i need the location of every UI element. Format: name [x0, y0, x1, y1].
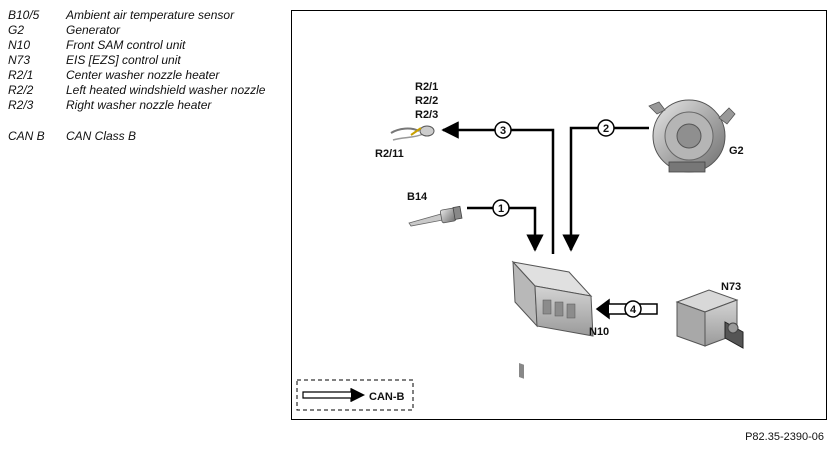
- legend-code: G2: [8, 23, 25, 37]
- legend-desc: Left heated windshield washer nozzle: [66, 83, 266, 97]
- legend-row: B10/5 Ambient air temperature sensor: [8, 8, 278, 23]
- diagram-frame: [291, 10, 827, 420]
- generator-icon: [648, 99, 736, 173]
- callout-4-label: 4: [630, 304, 637, 316]
- legend-desc: Generator: [66, 23, 121, 37]
- legend-code: CAN B: [8, 129, 45, 143]
- legend-code: N73: [8, 53, 31, 67]
- label-b14: B14: [407, 191, 428, 203]
- legend-desc: Ambient air temperature sensor: [66, 8, 235, 22]
- signal-line-3: [441, 121, 555, 254]
- legend-row: G2 Generator: [8, 23, 278, 38]
- can-b-key: CAN-B: [296, 379, 414, 411]
- callout-1: 1: [492, 199, 510, 217]
- legend-desc: Center washer nozzle heater: [66, 68, 220, 82]
- callout-3: 3: [494, 121, 512, 139]
- label-g2: G2: [729, 145, 744, 157]
- callout-4: 4: [624, 300, 642, 318]
- legend-row-can: CAN B CAN Class B: [8, 129, 278, 144]
- legend-row: N73 EIS [EZS] control unit: [8, 53, 278, 68]
- label-r2-1: R2/1: [415, 81, 438, 93]
- callout-2-label: 2: [603, 123, 609, 135]
- temperature-sensor-icon: [408, 205, 463, 227]
- can-b-key-label: CAN-B: [369, 391, 404, 403]
- washer-nozzle-heater-icon: [390, 125, 435, 141]
- legend-desc: Right washer nozzle heater: [66, 98, 212, 112]
- label-r2-3: R2/3: [415, 109, 438, 121]
- legend-code: R2/3: [8, 98, 34, 112]
- legend-code: B10/5: [8, 8, 40, 22]
- label-r2-11: R2/11: [375, 148, 404, 160]
- legend-code: R2/1: [8, 68, 34, 82]
- label-n73: N73: [721, 281, 741, 293]
- wiring-diagram: 1 2 3 4 R2/1 R2/2 R2/3 R2/11 B14 G2 N10 …: [296, 81, 744, 411]
- legend-row: R2/3 Right washer nozzle heater: [8, 98, 278, 113]
- callout-1-label: 1: [498, 203, 504, 215]
- signal-line-2: [562, 126, 649, 252]
- callout-3-label: 3: [500, 125, 506, 137]
- legend-code: N10: [8, 38, 31, 52]
- signal-line-1: [467, 206, 544, 252]
- label-r2-2: R2/2: [415, 95, 438, 107]
- figure-reference: P82.35-2390-06: [745, 431, 824, 443]
- legend-row: R2/1 Center washer nozzle heater: [8, 68, 278, 83]
- callout-2: 2: [597, 119, 615, 137]
- legend-desc: EIS [EZS] control unit: [66, 53, 181, 67]
- legend-code: R2/2: [8, 83, 34, 97]
- legend-desc: CAN Class B: [66, 129, 137, 143]
- ignition-switch-icon: [675, 289, 744, 349]
- legend-row: N10 Front SAM control unit: [8, 38, 278, 53]
- legend: B10/5 Ambient air temperature sensor G2 …: [8, 8, 278, 144]
- legend-row: R2/2 Left heated windshield washer nozzl…: [8, 83, 278, 98]
- label-n10: N10: [589, 326, 609, 338]
- control-unit-icon: [511, 260, 594, 379]
- legend-desc: Front SAM control unit: [66, 38, 186, 52]
